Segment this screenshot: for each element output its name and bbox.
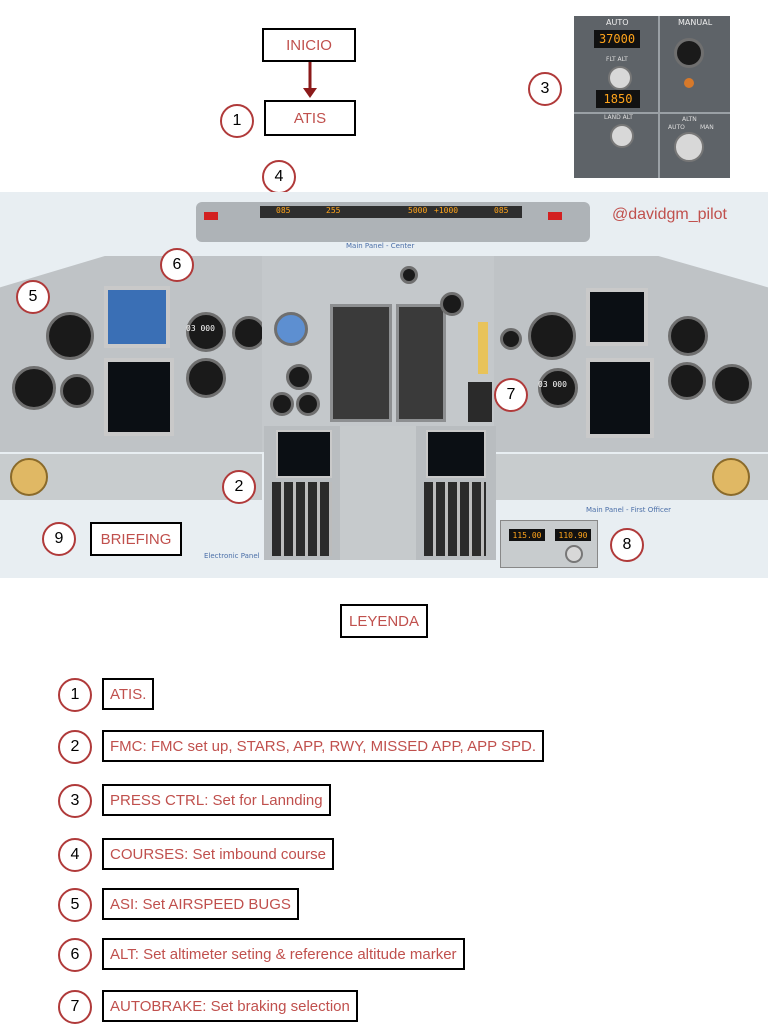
flt-alt-knob[interactable] (608, 66, 632, 90)
marker-4: 4 (262, 160, 296, 194)
standby-gauge-2 (296, 392, 320, 416)
mcp-crs-right: 085 (494, 206, 509, 215)
captain-rmi (186, 358, 226, 398)
legend-text: ALT: Set altimeter seting & reference al… (102, 938, 465, 970)
fo-asi-readout: 03 000 (538, 380, 567, 389)
fo-standby-3 (712, 364, 752, 404)
marker-1: 1 (220, 104, 254, 138)
legend-text: PRESS CTRL: Set for Lannding (102, 784, 331, 816)
cdu-left-screen (276, 430, 332, 478)
gear-lever[interactable] (478, 322, 488, 374)
marker-6: 6 (160, 248, 194, 282)
nav-tuning-knob[interactable] (565, 545, 583, 563)
left-tiller[interactable] (10, 458, 48, 496)
marker-2: 2 (222, 470, 256, 504)
press-manual-label: MANUAL (678, 18, 713, 27)
center-panel-caption: Main Panel - Center (346, 242, 415, 250)
mcp-hdg: 255 (326, 206, 341, 215)
fo-gauge-top (500, 328, 522, 350)
legend-title-box: LEYENDA (340, 604, 428, 638)
legend-title: LEYENDA (348, 612, 420, 630)
fo-panel-caption: Main Panel - First Officer (586, 506, 672, 514)
legend-number: 3 (58, 784, 92, 818)
cdu-right-screen (426, 430, 486, 478)
legend-number: 5 (58, 888, 92, 922)
legend-text: FMC: FMC set up, STARS, APP, RWY, MISSED… (102, 730, 544, 762)
press-auto-label: AUTO (606, 18, 629, 27)
captain-asi-readout: 03 000 (186, 324, 215, 333)
legend-number: 1 (58, 678, 92, 712)
marker-8: 8 (610, 528, 644, 562)
press-mode-man: MAN (700, 124, 714, 131)
atis-label: ATIS (293, 109, 327, 127)
valve-light (684, 78, 694, 88)
mcp-alt: 5000 (408, 206, 428, 215)
attitude-indicator (274, 312, 308, 346)
land-alt-display: 1850 (596, 90, 640, 108)
land-alt-knob[interactable] (610, 124, 634, 148)
mode-selector-knob[interactable] (674, 132, 704, 162)
start-label: INICIO (286, 36, 332, 54)
legend-number: 4 (58, 838, 92, 872)
fo-altimeter (538, 368, 578, 408)
marker-3: 3 (528, 72, 562, 106)
land-alt-label: LAND ALT (604, 114, 633, 121)
briefing-label: BRIEFING (100, 530, 172, 548)
captain-standby-2 (60, 374, 94, 408)
mcp-vs: +1000 (434, 206, 459, 215)
pedestal-center (340, 426, 416, 560)
mcp-strip (260, 206, 522, 218)
mcp-crs-left: 085 (276, 206, 291, 215)
fo-standby-1 (668, 316, 708, 356)
fo-pfd (586, 288, 648, 346)
autobrake-selector (468, 382, 492, 422)
marker-9: 9 (42, 522, 76, 556)
electronic-panel-caption: Electronic Panel (204, 552, 260, 560)
captain-asi (46, 312, 94, 360)
clock (400, 266, 418, 284)
nav-radio-panel: 115.00 110.90 (500, 520, 598, 568)
pressurization-panel: AUTO MANUAL 37000 FLT ALT 1850 LAND ALT … (574, 16, 730, 178)
marker-7: 7 (494, 378, 528, 412)
engine-display-left (330, 304, 392, 422)
fo-standby-2 (668, 362, 706, 400)
legend-text: ATIS. (102, 678, 155, 710)
legend-text: COURSES: Set imbound course (102, 838, 334, 870)
captain-altimeter (186, 312, 226, 352)
captain-standby-1 (12, 366, 56, 410)
fo-asi (528, 312, 576, 360)
start-box: INICIO (262, 28, 356, 62)
warning-light-right (548, 212, 562, 220)
engine-display-right (396, 304, 446, 422)
atis-box: ATIS (264, 100, 356, 136)
press-mode-label: ALTN (682, 116, 697, 123)
standby-gauge-1 (270, 392, 294, 416)
valve-gauge (674, 38, 704, 68)
legend-number: 2 (58, 730, 92, 764)
standby-altimeter (286, 364, 312, 390)
cdu-left-keypad[interactable] (272, 482, 332, 556)
legend-text: ASI: Set AIRSPEED BUGS (102, 888, 299, 920)
legend-text: AUTOBRAKE: Set braking selection (102, 990, 358, 1022)
cdu-right-keypad[interactable] (424, 482, 486, 556)
warning-light-left (204, 212, 218, 220)
legend-number: 6 (58, 938, 92, 972)
captain-pfd (104, 286, 170, 348)
flow-arrow (303, 62, 317, 98)
fo-nd (586, 358, 654, 438)
marker-5: 5 (16, 280, 50, 314)
press-mode-auto: AUTO (668, 124, 685, 131)
captain-vsi (232, 316, 266, 350)
flt-alt-display: 37000 (594, 30, 640, 48)
flt-alt-label: FLT ALT (606, 56, 628, 63)
right-tiller[interactable] (712, 458, 750, 496)
nav-active-display: 115.00 (509, 529, 545, 541)
captain-nd (104, 358, 174, 436)
watermark: @davidgm_pilot (612, 206, 727, 223)
nav-standby-display: 110.90 (555, 529, 591, 541)
legend-number: 7 (58, 990, 92, 1024)
briefing-box: BRIEFING (90, 522, 182, 556)
flap-gauge (440, 292, 464, 316)
